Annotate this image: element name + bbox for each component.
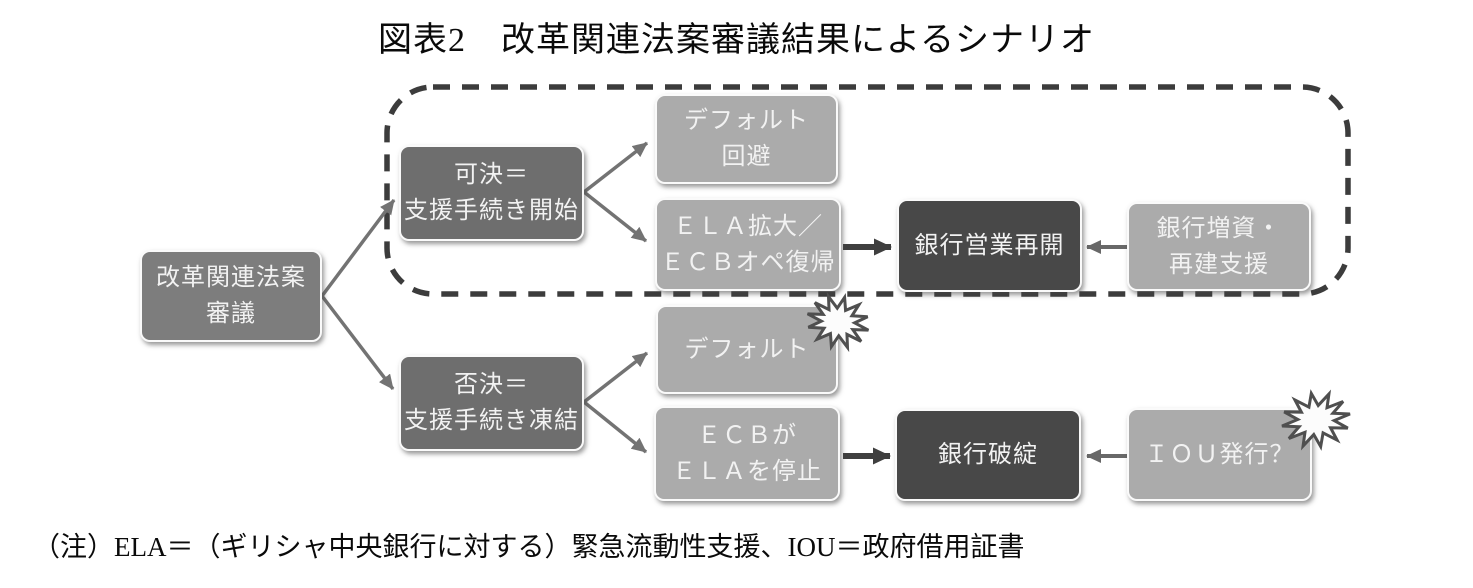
node-rejection: 否決＝ 支援手続き凍結 [399, 355, 584, 451]
node-ela-expansion: ＥＬＡ拡大／ ＥＣＢオペ復帰 [655, 198, 841, 291]
node-label-line: 再建支援 [1169, 250, 1269, 278]
node-label-line: 改革関連法案 [156, 264, 306, 291]
node-label-line: 銀行増資・ [1156, 214, 1282, 242]
node-label-line: ＥＬＡ拡大／ [673, 212, 823, 240]
figure-title: 図表2 改革関連法案審議結果によるシナリオ [378, 22, 1095, 59]
node-ecb-ela-stop: ＥＣＢが ＥＬＡを停止 [654, 406, 840, 501]
approval-scenario-group-outline [384, 84, 1351, 297]
node-bill-deliberation: 改革関連法案 審議 [140, 250, 322, 342]
node-label-line: 否決＝ [454, 371, 529, 398]
arrow-approval-to-ela-expansion [582, 190, 648, 243]
node-bank-business-resume: 銀行営業再開 [897, 199, 1082, 292]
arrow-deliberation-to-rejection [320, 294, 395, 391]
node-label-line: ＥＣＢが [697, 421, 797, 449]
node-approval: 可決＝ 支援手続き開始 [399, 145, 584, 241]
node-label-line: 銀行破綻 [938, 441, 1038, 468]
node-label-line: デフォルト [684, 335, 810, 363]
node-label-line: デフォルト [684, 107, 809, 134]
arrow-approval-to-default-avoidance [582, 141, 649, 194]
arrow-deliberation-to-approval [320, 198, 396, 298]
node-label-line: ＥＣＢオペ復帰 [660, 248, 836, 276]
node-label-line: 銀行営業再開 [914, 231, 1065, 259]
node-default: デフォルト [656, 305, 838, 394]
node-label-line: 支援手続き凍結 [404, 407, 579, 434]
node-label-line: ＩＯＵ発行？ [1144, 440, 1295, 468]
node-label-line: 回避 [721, 143, 772, 170]
figure-note: （注）ELA＝（ギリシャ中央銀行に対する）緊急流動性支援、IOU＝政府借用証書 [33, 532, 1025, 562]
node-bank-failure: 銀行破綻 [895, 409, 1081, 501]
node-iou-issuance: ＩＯＵ発行？ [1127, 408, 1312, 501]
node-label-line: 支援手続き開始 [404, 197, 579, 224]
node-label-line: ＥＬＡを停止 [672, 457, 822, 485]
arrow-rejection-to-default [582, 351, 649, 404]
node-label-line: 可決＝ [454, 161, 529, 188]
arrow-rejection-to-ecb-stop [582, 400, 648, 454]
node-bank-recapitalization: 銀行増資・ 再建支援 [1127, 202, 1311, 291]
node-default-avoidance: デフォルト 回避 [655, 94, 838, 184]
node-label-line: 審議 [206, 300, 256, 327]
